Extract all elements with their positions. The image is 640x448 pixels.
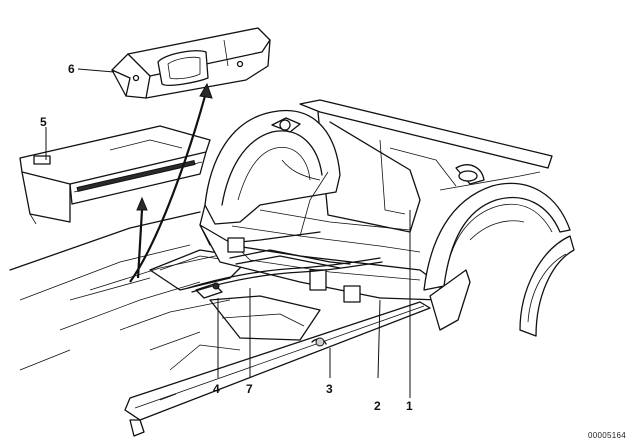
assembly-arrows bbox=[129, 82, 213, 283]
trunk-trim-panel bbox=[19, 125, 211, 225]
callout-4: 4 bbox=[213, 382, 220, 396]
left-wheel-arch bbox=[199, 110, 341, 246]
callout-3: 3 bbox=[326, 382, 333, 396]
sill-panel bbox=[124, 301, 431, 437]
right-wheel-arch bbox=[423, 182, 575, 337]
callout-6: 6 bbox=[68, 62, 75, 76]
lower-floor bbox=[169, 295, 321, 371]
rear-panel bbox=[299, 99, 553, 233]
floor-channel bbox=[199, 224, 441, 303]
callout-7: 7 bbox=[246, 382, 253, 396]
trunk-floor bbox=[231, 171, 421, 253]
floor-pan bbox=[9, 211, 261, 371]
callout-5: 5 bbox=[40, 115, 47, 129]
leader-lines bbox=[45, 68, 411, 398]
callout-1: 1 bbox=[406, 399, 413, 413]
drawing-code: 00005164 bbox=[588, 431, 626, 440]
cable bbox=[187, 257, 383, 299]
trunk-lock-cover bbox=[111, 27, 271, 99]
callout-2: 2 bbox=[374, 399, 381, 413]
